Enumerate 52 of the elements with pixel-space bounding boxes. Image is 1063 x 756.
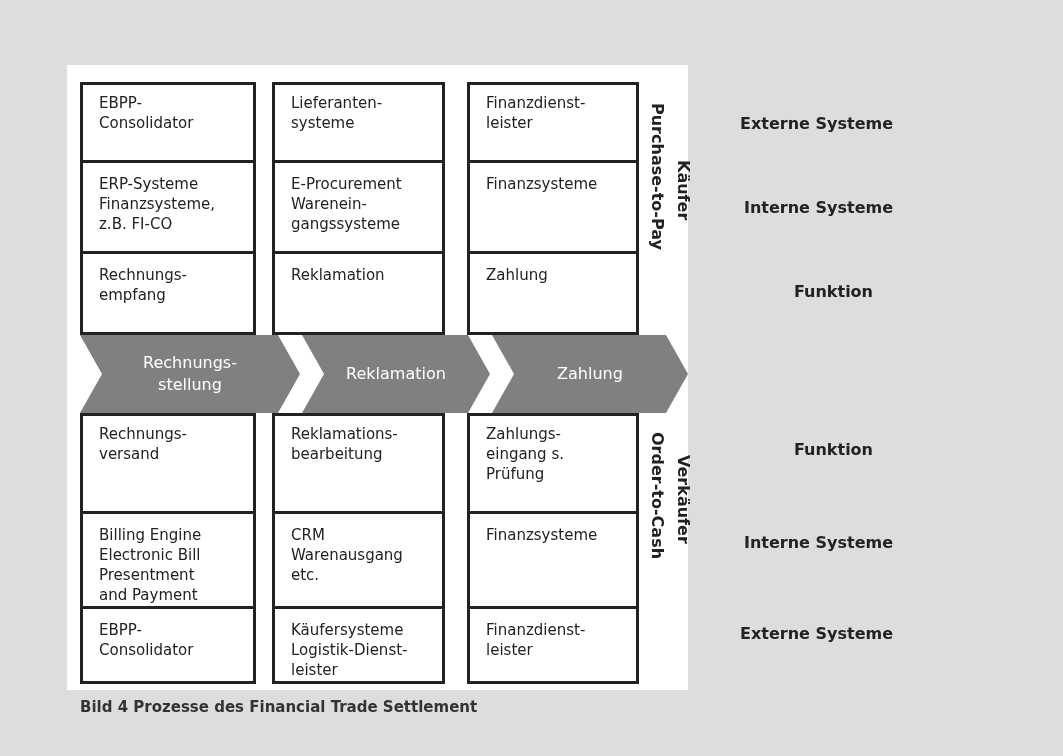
side-title: Order-to-Cash — [648, 432, 667, 560]
stage-label: Rechnungs- stellung — [142, 352, 238, 396]
figure-caption: Bild 4 Prozesse des Financial Trade Settlement — [80, 698, 478, 716]
system-box — [272, 82, 445, 163]
row-label: Externe Systeme — [740, 114, 893, 133]
box-text: Billing Engine Electronic Bill Presentment and Payment — [99, 525, 203, 605]
system-box — [272, 514, 445, 609]
system-box — [272, 609, 445, 684]
process-stage-band — [492, 335, 688, 413]
box-text: Finanzdienst- leister — [486, 620, 587, 660]
system-box — [467, 82, 639, 163]
box-text: Rechnungs- empfang — [99, 265, 188, 305]
stage-label: Reklamation — [345, 363, 447, 385]
box-text: Lieferanten- systeme — [291, 93, 384, 133]
row-label: Interne Systeme — [743, 533, 893, 552]
box-text: EBPP- Consolidator — [99, 620, 195, 660]
system-box — [80, 163, 256, 254]
box-text: Zahlungs- eingang s. Prüfung — [486, 424, 565, 484]
system-box — [272, 413, 445, 514]
row-label: Interne Systeme — [743, 198, 893, 217]
system-box — [80, 413, 256, 514]
box-text: CRM Warenausgang etc. — [291, 525, 404, 585]
side-title: Verkäufer — [674, 455, 693, 544]
box-text: Finanzdienst- leister — [486, 93, 587, 133]
box-text: Finanzsysteme — [486, 525, 598, 545]
system-box — [80, 514, 256, 609]
system-box — [80, 254, 256, 335]
box-text: Reklamations- bearbeitung — [291, 424, 399, 464]
process-stage-band — [302, 335, 490, 413]
system-box — [80, 609, 256, 684]
system-box — [467, 514, 639, 609]
box-text: E-Procurement Warenein- gangssysteme — [291, 174, 403, 234]
box-text: Reklamation — [291, 265, 385, 285]
system-box — [272, 163, 445, 254]
box-text: Rechnungs- versand — [99, 424, 188, 464]
system-box — [467, 609, 639, 684]
row-label: Funktion — [793, 440, 873, 459]
system-box — [467, 413, 639, 514]
box-text: ERP-Systeme Finanzsysteme, z.B. FI-CO — [99, 174, 216, 234]
side-title: Purchase-to-Pay — [648, 103, 667, 250]
row-label: Funktion — [793, 282, 873, 301]
system-box — [80, 82, 256, 163]
system-box — [467, 254, 639, 335]
box-text: EBPP- Consolidator — [99, 93, 195, 133]
row-label: Externe Systeme — [740, 624, 893, 643]
box-text: Käufersysteme Logistik-Dienst- leister — [291, 620, 409, 680]
box-text: Zahlung — [486, 265, 548, 285]
box-text: Finanzsysteme — [486, 174, 598, 194]
system-box — [467, 163, 639, 254]
system-box — [272, 254, 445, 335]
stage-label: Zahlung — [556, 363, 624, 385]
side-title: Käufer — [674, 160, 693, 221]
